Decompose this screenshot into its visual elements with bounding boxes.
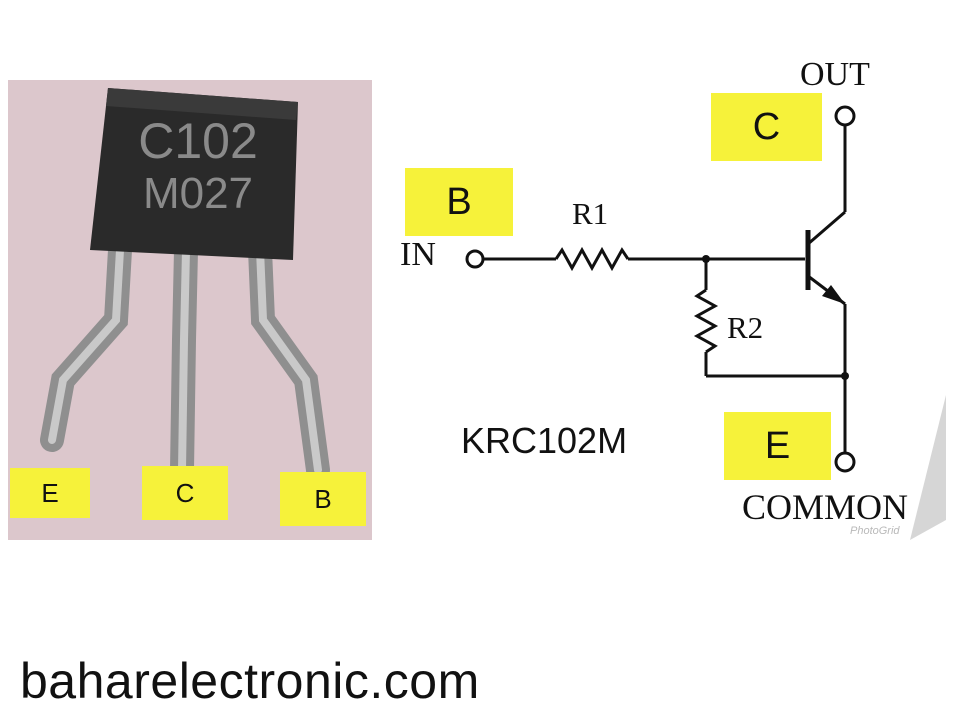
in-label: IN	[400, 236, 436, 273]
junction-dot-emitter	[841, 372, 849, 380]
watermark-mark	[910, 395, 946, 540]
junction-dot-base	[702, 255, 710, 263]
watermark-text: PhotoGrid	[850, 525, 900, 537]
common-label: COMMON	[742, 487, 909, 527]
marking-line2: M027	[143, 169, 253, 218]
pin-label-c: C	[142, 466, 228, 520]
marking-line1: C102	[138, 113, 258, 169]
part-number: KRC102M	[461, 420, 628, 461]
out-label: OUT	[800, 56, 870, 93]
r2-resistor	[693, 288, 719, 354]
website-label: baharelectronic.com	[20, 653, 480, 709]
r1-label: R1	[572, 196, 609, 231]
in-terminal	[465, 249, 485, 269]
emitter-arrow	[822, 285, 845, 304]
transistor-photo: C102 M027 E C B	[8, 80, 372, 540]
base-tag: B	[405, 168, 513, 236]
collector-tag: C	[711, 93, 822, 161]
emitter-tag: E	[724, 412, 831, 480]
transistor-body	[90, 88, 298, 260]
pin-label-b: B	[280, 472, 366, 526]
transistor-illustration: C102 M027	[40, 88, 330, 482]
r2-label: R2	[727, 310, 764, 345]
out-terminal	[834, 105, 856, 127]
common-terminal	[834, 451, 856, 473]
r1-resistor	[554, 246, 630, 272]
pin-label-e: E	[10, 468, 90, 518]
